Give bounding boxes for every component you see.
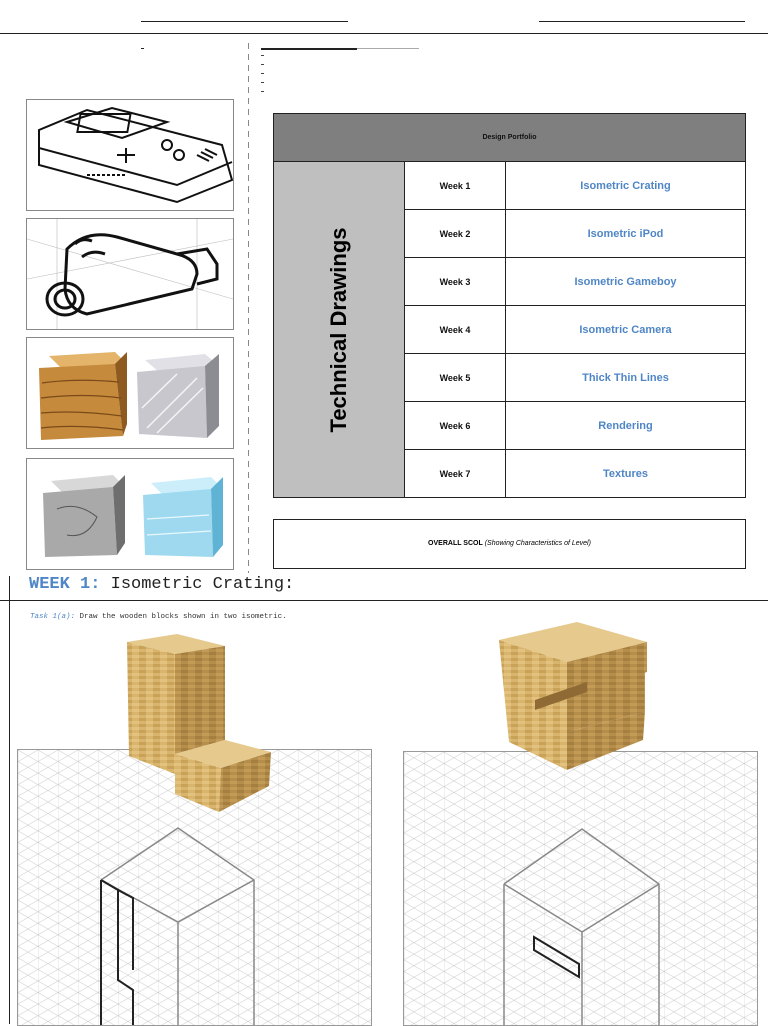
section-label: Technical Drawings: [326, 227, 351, 432]
scol-note: (Showing Characteristics of Level): [484, 540, 591, 547]
week-label: Week 4: [404, 305, 506, 354]
week-label: Week 3: [404, 257, 506, 306]
short-rule: [261, 48, 357, 50]
week-heading: WEEK 1: Isometric Crating:: [29, 575, 294, 594]
design-portfolio-table: Design Portfolio Technical Drawings Week…: [273, 113, 746, 498]
week-title-link[interactable]: Isometric Camera: [505, 305, 746, 354]
metal-cube-render-icon: [137, 354, 219, 438]
camera-thumbnail: [26, 218, 234, 330]
name-line-left: [141, 21, 348, 22]
week-title-link[interactable]: Isometric Crating: [505, 161, 746, 210]
week-title-link[interactable]: Textures: [505, 449, 746, 498]
e-block-outline: [533, 935, 580, 979]
tick-mark: [141, 48, 144, 49]
week-title-link[interactable]: Thick Thin Lines: [505, 353, 746, 402]
week-label: Week 7: [404, 449, 506, 498]
ice-cube-render-icon: [143, 477, 223, 557]
camera-sketch-icon: [27, 219, 233, 329]
top-divider: [0, 33, 768, 34]
week-heading-title: Isometric Crating:: [110, 575, 295, 594]
crate-outline-left: [100, 827, 255, 1025]
week-left-rule: [9, 576, 10, 1024]
column-separator: [248, 43, 249, 573]
l-block-outline: [100, 879, 134, 1025]
cube-render-thumbnail-2: [26, 458, 234, 570]
week-label: Week 2: [404, 209, 506, 258]
task-instruction: Task 1(a): Draw the wooden blocks shown …: [30, 613, 287, 621]
task-text: Draw the wooden blocks shown in two isom…: [79, 613, 287, 621]
week-title-link[interactable]: Rendering: [505, 401, 746, 450]
week-title-link[interactable]: Isometric iPod: [505, 209, 746, 258]
bullet-dots: [261, 55, 264, 100]
gameboy-sketch-icon: [38, 106, 233, 204]
week-label: Week 1: [404, 161, 506, 210]
cube-render-thumbnail-1: [26, 337, 234, 449]
overall-scol-box: OVERALL SCOL (Showing Characteristics of…: [273, 519, 746, 569]
gameboy-thumbnail: [26, 99, 234, 211]
week-label: Week 5: [404, 353, 506, 402]
week-title-link[interactable]: Isometric Gameboy: [505, 257, 746, 306]
task-label: Task 1(a):: [30, 613, 76, 621]
week-label: Week 6: [404, 401, 506, 450]
stone-cube-render-icon: [43, 475, 125, 557]
isometric-grid-right[interactable]: [403, 751, 758, 1026]
portfolio-header: Design Portfolio: [273, 113, 746, 162]
wood-cube-render-icon: [39, 352, 127, 440]
crate-outline-right: [503, 828, 660, 1025]
short-rule-light: [357, 48, 419, 49]
week-heading-label: WEEK 1:: [29, 575, 101, 594]
wooden-l-block-icon: [127, 634, 271, 812]
section-label-cell: Technical Drawings: [273, 161, 405, 498]
scol-label: OVERALL SCOL: [428, 540, 483, 547]
name-line-right: [539, 21, 745, 22]
wooden-e-block-icon: [499, 622, 647, 770]
week-divider: [0, 600, 768, 601]
